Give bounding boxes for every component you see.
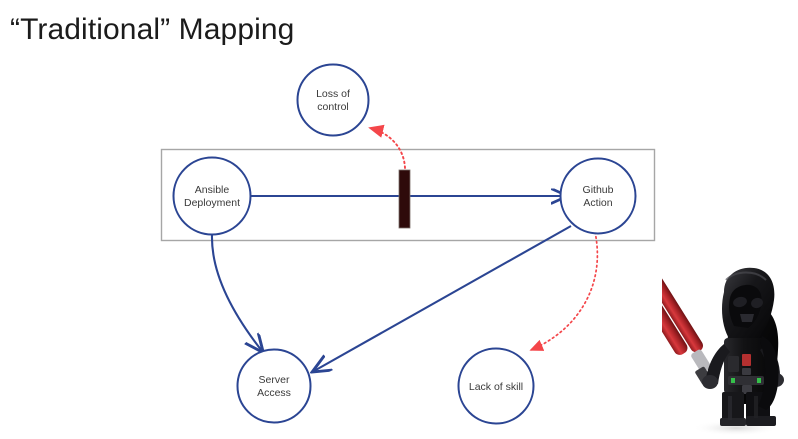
node-label: Lack of skill bbox=[469, 381, 523, 393]
lego-darth-vader-minifigure bbox=[662, 267, 784, 436]
node-label: control bbox=[317, 101, 349, 113]
boundary-rectangle bbox=[160, 148, 656, 242]
node-loss-of-control[interactable]: Loss of control bbox=[296, 63, 370, 137]
edge-ansible-to-server-access bbox=[210, 234, 262, 351]
node-circle bbox=[559, 157, 637, 235]
node-label: Server bbox=[259, 374, 290, 386]
helmet bbox=[722, 267, 775, 340]
cape-shoulder bbox=[758, 336, 779, 410]
node-label: Github bbox=[583, 184, 614, 196]
node-label: Loss of bbox=[316, 88, 350, 100]
torso bbox=[724, 338, 768, 394]
node-circle bbox=[296, 63, 370, 137]
node-label: Access bbox=[257, 387, 291, 399]
lightsaber bbox=[662, 275, 712, 385]
node-circle bbox=[172, 156, 252, 236]
edge-github-to-lack-of-skill bbox=[529, 231, 599, 351]
node-circle bbox=[236, 348, 312, 424]
node-label: Ansible bbox=[195, 184, 230, 196]
node-github-action[interactable]: Github Action bbox=[559, 157, 637, 235]
node-server-access[interactable]: Server Access bbox=[236, 348, 312, 424]
edge-github-to-server-access bbox=[314, 225, 572, 371]
node-lack-of-skill[interactable]: Lack of skill bbox=[457, 347, 535, 425]
page-title: “Traditional” Mapping bbox=[10, 13, 295, 46]
node-label: Action bbox=[583, 197, 612, 209]
blocking-barrier bbox=[398, 169, 411, 229]
node-ansible-deployment[interactable]: Ansible Deployment bbox=[172, 156, 252, 236]
edge-barrier-to-loss-of-control bbox=[368, 124, 406, 169]
node-label: Deployment bbox=[184, 197, 240, 209]
node-circle bbox=[457, 347, 535, 425]
